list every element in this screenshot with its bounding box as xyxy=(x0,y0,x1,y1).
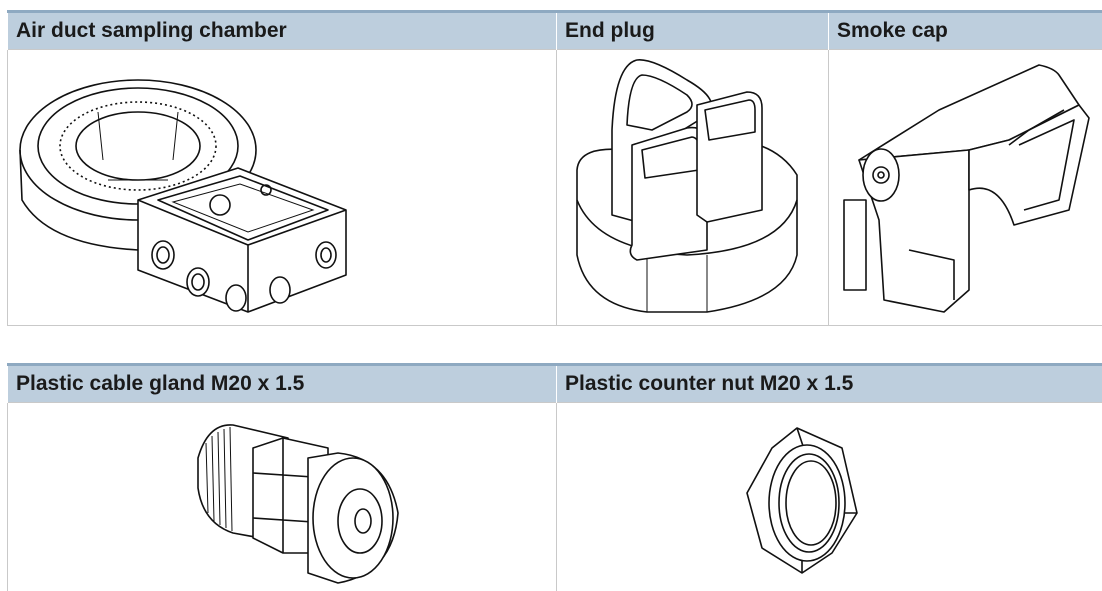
cell-air-duct-sampling-chamber xyxy=(8,50,557,326)
air-duct-sampling-chamber-drawing xyxy=(8,50,555,325)
parts-table-2: Plastic cable gland M20 x 1.5 Plastic co… xyxy=(7,363,1102,591)
cell-smoke-cap xyxy=(829,50,1102,326)
header-smoke-cap: Smoke cap xyxy=(829,12,1102,50)
header-plastic-cable-gland: Plastic cable gland M20 x 1.5 xyxy=(8,365,557,403)
end-plug-drawing xyxy=(557,50,829,325)
table-row xyxy=(8,50,1102,326)
cell-end-plug xyxy=(557,50,829,326)
plastic-counter-nut-drawing xyxy=(557,403,1102,591)
parts-table-1: Air duct sampling chamber End plug Smoke… xyxy=(7,10,1102,326)
cell-plastic-counter-nut xyxy=(557,403,1102,591)
header-end-plug: End plug xyxy=(557,12,829,50)
cell-plastic-cable-gland xyxy=(8,403,557,591)
table-row xyxy=(8,403,1102,591)
table-header-row: Air duct sampling chamber End plug Smoke… xyxy=(8,12,1102,50)
smoke-cap-drawing xyxy=(829,50,1102,325)
header-plastic-counter-nut: Plastic counter nut M20 x 1.5 xyxy=(557,365,1102,403)
plastic-cable-gland-drawing xyxy=(8,403,555,591)
header-air-duct-sampling-chamber: Air duct sampling chamber xyxy=(8,12,557,50)
table-header-row: Plastic cable gland M20 x 1.5 Plastic co… xyxy=(8,365,1102,403)
